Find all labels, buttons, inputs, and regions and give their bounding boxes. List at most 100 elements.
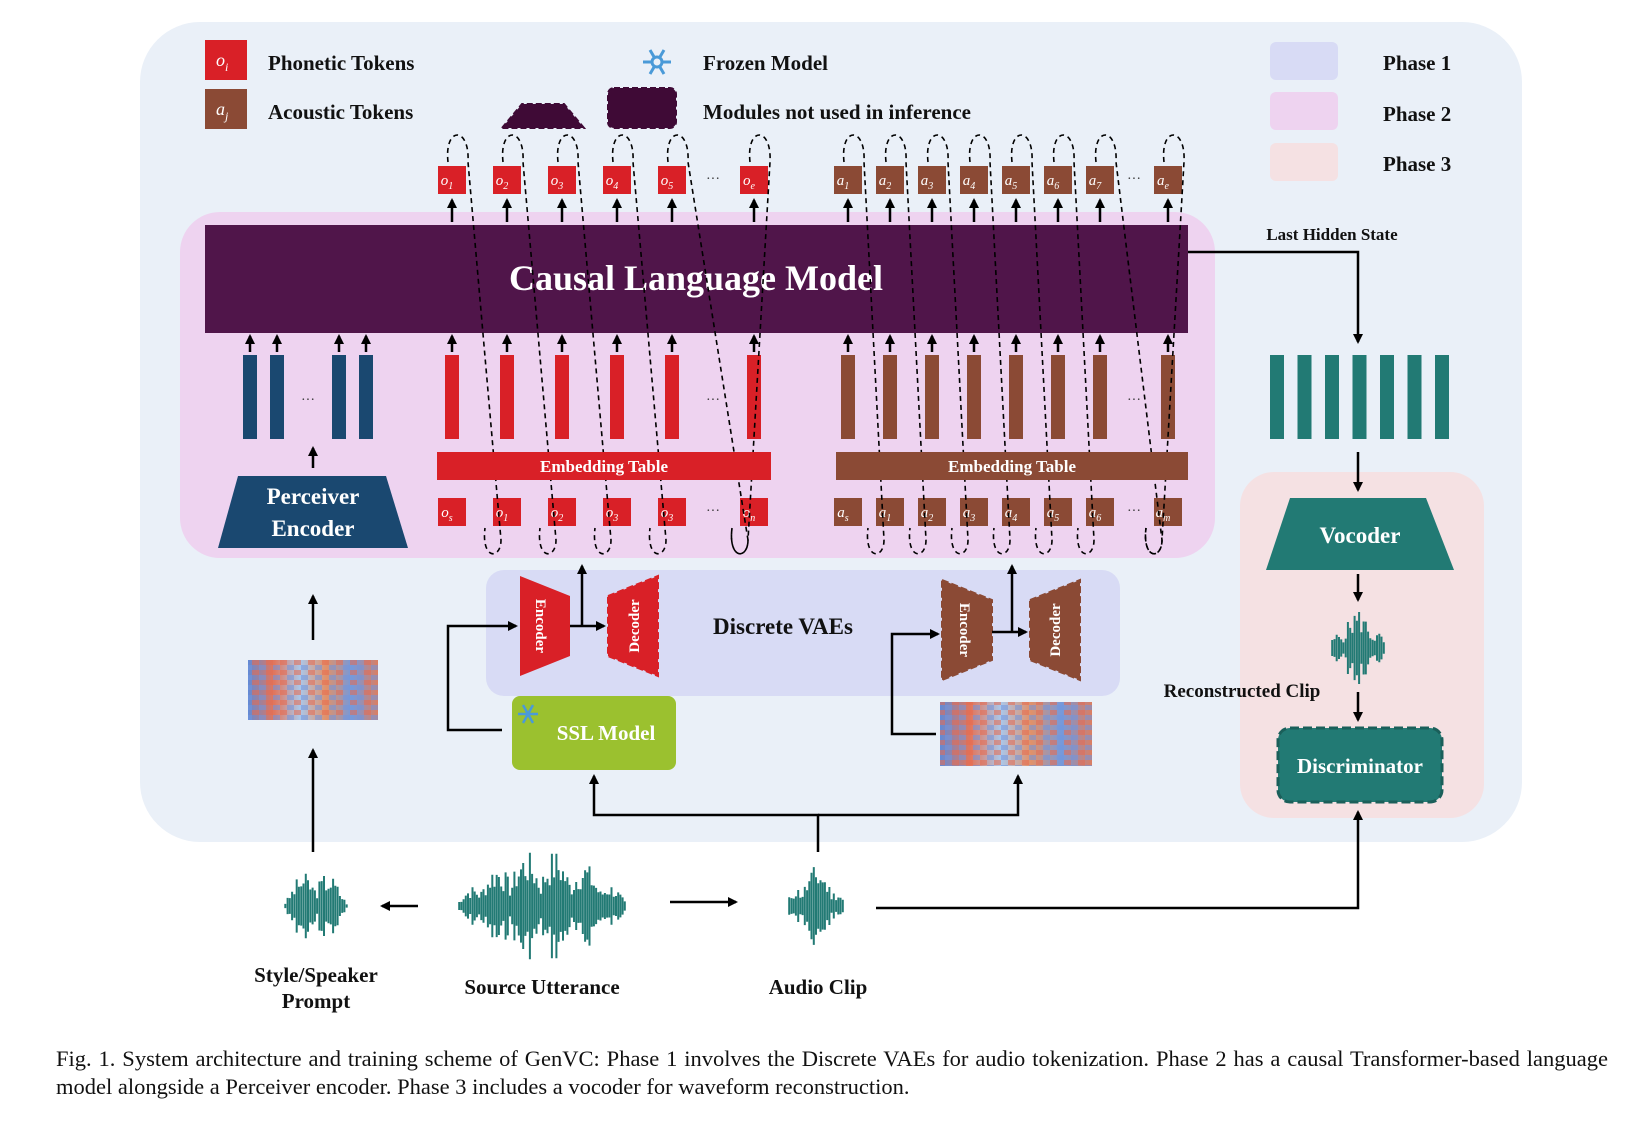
svg-text:oi: oi <box>216 50 228 74</box>
bottom-phonetic-token <box>438 498 466 526</box>
hidden-state-bar <box>1325 355 1339 439</box>
clm-input-output-arrows <box>245 198 1173 352</box>
top-phonetic-ellipsis: ··· <box>706 172 720 187</box>
legend-phase3-swatch <box>1270 143 1338 181</box>
phonetic-vae-decoder-label: Decoder <box>627 599 643 653</box>
legend-phase2-swatch <box>1270 92 1338 130</box>
source-waveform <box>458 852 626 960</box>
legend-phonetic-label: Phonetic Tokens <box>268 51 414 75</box>
top-acoustic-token-label: a6 <box>1047 173 1060 192</box>
phonetic-embedding-bar <box>747 355 761 439</box>
acoustic-vae-encoder <box>941 578 993 682</box>
legend-phase1-label: Phase 1 <box>1383 51 1451 75</box>
top-acoustic-token <box>918 166 946 194</box>
perceiver-encoder-line2: Encoder <box>271 516 354 541</box>
legend-phase3-label: Phase 3 <box>1383 152 1451 176</box>
spectrogram-to-encoder-arrow <box>890 629 940 736</box>
phonetic-vae-encoder <box>520 576 570 676</box>
autoregressive-loop <box>666 134 749 555</box>
bottom-acoustic-token <box>918 498 946 526</box>
discrete-vaes-label: Discrete VAEs <box>713 614 853 639</box>
last-hidden-state-arrow <box>1188 250 1363 344</box>
bottom-acoustic-ellipsis: ··· <box>1127 504 1141 519</box>
acoustic-embedding-bar <box>1161 355 1175 439</box>
snowflake-icon <box>643 49 671 75</box>
top-acoustic-token <box>1002 166 1030 194</box>
prompt-waveform <box>284 873 348 939</box>
dashed-trapezoid-icon <box>499 103 587 129</box>
last-hidden-state-label: Last Hidden State <box>1266 225 1398 244</box>
top-acoustic-token-label: a4 <box>963 173 976 192</box>
dashed-box-icon <box>607 87 677 129</box>
bottom-phonetic-token-label: o1 <box>496 505 509 524</box>
style-prompt-label-line1: Style/Speaker <box>254 963 378 987</box>
phonetic-embedding-bar <box>555 355 569 439</box>
last-hidden-state-vectors <box>1270 355 1449 439</box>
legend-acoustic-sub: j <box>223 109 229 123</box>
audio-clip-branch <box>589 774 820 852</box>
acoustic-vae-decoder-label: Decoder <box>1048 603 1064 657</box>
bottom-phonetic-token-label: o3 <box>661 505 674 524</box>
reconstructed-clip-label: Reconstructed Clip <box>1164 681 1321 702</box>
vocoder-label: Vocoder <box>1320 523 1401 548</box>
legend-acoustic-swatch <box>205 89 247 129</box>
bottom-phonetic-token <box>493 498 521 526</box>
top-phonetic-token-label: o3 <box>551 173 564 192</box>
acoustic-embedding-bar <box>967 355 981 439</box>
bottom-acoustic-token <box>834 498 862 526</box>
legend: oi Phonetic Tokens aj Acoustic Tokens Fr… <box>205 40 1451 181</box>
acoustic-embedding-bar <box>925 355 939 439</box>
bottom-phonetic-token-label: on <box>743 505 756 524</box>
phonetic-embedding-bar <box>610 355 624 439</box>
embedding-vectors: ········· <box>243 355 1175 439</box>
legend-inference-label: Modules not used in inference <box>703 100 971 124</box>
hidden-state-bar <box>1270 355 1284 439</box>
legend-phonetic-symbol: o <box>216 50 225 70</box>
audio-to-discriminator-arrow <box>876 810 1363 910</box>
bottom-acoustic-token <box>1044 498 1072 526</box>
bottom-acoustic-token-label: as <box>837 505 849 524</box>
top-acoustic-token-label: a1 <box>837 173 850 192</box>
bottom-acoustic-token <box>1086 498 1114 526</box>
acoustic-embedding-table-label: Embedding Table <box>948 457 1076 476</box>
audio-clip-branch-right <box>818 774 1023 817</box>
bottom-acoustic-token <box>960 498 988 526</box>
perceiver-encoder-line1: Perceiver <box>267 484 360 509</box>
ssl-to-encoder-arrow <box>446 621 518 732</box>
vocoder <box>1266 498 1454 570</box>
top-acoustic-token <box>1154 166 1182 194</box>
top-phonetic-token-label: o1 <box>441 173 454 192</box>
top-phonetic-token <box>603 166 631 194</box>
discriminator <box>1276 726 1444 804</box>
acoustic-embedding-table <box>836 452 1188 480</box>
top-acoustic-token-label: a7 <box>1089 173 1103 192</box>
perceiver-embedding-bar <box>270 355 284 439</box>
audio-clip-waveform <box>788 867 844 945</box>
top-acoustic-token <box>834 166 862 194</box>
ssl-snowflake-icon <box>518 704 538 724</box>
prompt-spectrogram-texture <box>248 660 378 720</box>
phonetic-vae-decoder <box>607 574 659 678</box>
top-phonetic-token-label: o5 <box>661 173 674 192</box>
hidden-state-bar <box>1297 355 1312 439</box>
bottom-phonetic-ellipsis: ··· <box>706 504 720 519</box>
top-acoustic-token <box>876 166 904 194</box>
perceiver-embedding-bar <box>332 355 346 439</box>
style-prompt-label-line2: Prompt <box>282 989 350 1013</box>
bottom-phonetic-token <box>658 498 686 526</box>
perceiver-embedding-bar <box>243 355 257 439</box>
waveform-path <box>788 867 844 945</box>
autoregressive-loop <box>1094 134 1163 555</box>
top-acoustic-token-label: a3 <box>921 173 934 192</box>
acoustic-embedding-bar <box>1093 355 1107 439</box>
legend-acoustic-symbol: a <box>216 99 225 119</box>
bottom-acoustic-token <box>876 498 904 526</box>
legend-frozen-label: Frozen Model <box>703 51 828 75</box>
phonetic-embedding-ellipsis: ··· <box>706 393 720 408</box>
bottom-phonetic-token <box>603 498 631 526</box>
top-acoustic-token <box>1086 166 1114 194</box>
legend-phase1-swatch <box>1270 42 1338 80</box>
waveform-path <box>458 852 626 960</box>
svg-text:aj: aj <box>216 99 229 123</box>
